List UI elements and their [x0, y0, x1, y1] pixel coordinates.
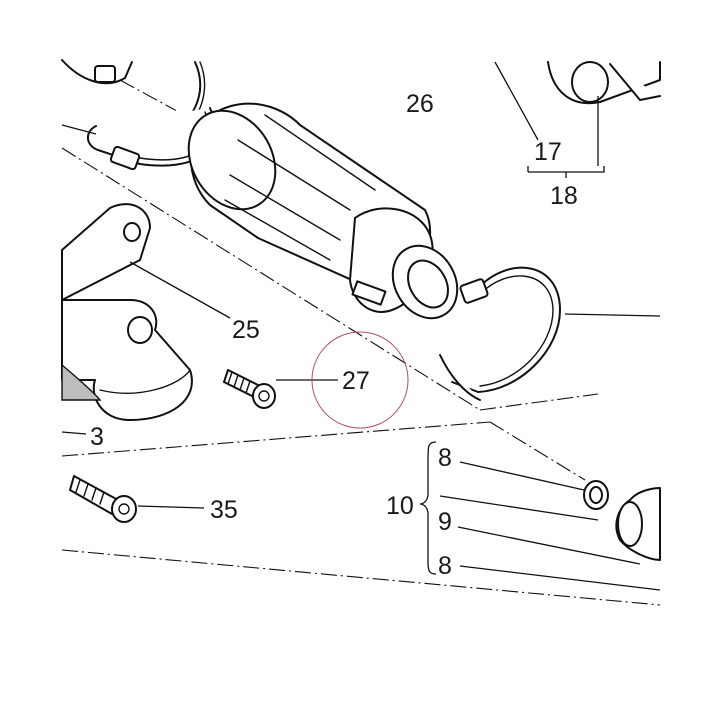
- label-18: 18: [550, 182, 578, 210]
- center-line-middle: [61, 421, 491, 457]
- brace-18: [527, 166, 605, 178]
- filter-rib-4: [264, 114, 376, 191]
- filter-tab: [351, 280, 387, 306]
- bracket-upper-hole: [123, 222, 141, 242]
- bracket-lower-hole: [127, 316, 153, 344]
- part-26-filter-cylinder: [187, 102, 459, 320]
- label-9: 9: [438, 508, 452, 536]
- leader-top-left-clamp: [61, 124, 97, 135]
- leader-right-clamp: [564, 313, 661, 317]
- seal-assembly: [419, 441, 661, 591]
- label-10: 10: [386, 492, 414, 520]
- brace-10: [419, 441, 437, 575]
- filter-rib-3: [224, 199, 331, 261]
- leader-8-lower: [459, 565, 661, 591]
- center-line-right-return: [479, 393, 599, 411]
- hose-clamp-right-band-inner: [479, 275, 554, 387]
- filter-rib-2: [229, 174, 341, 241]
- hose-clamp-right-screw: [459, 278, 489, 304]
- leader-35: [137, 505, 205, 509]
- top-right-assembly: [494, 61, 661, 178]
- label-8-lower: 8: [438, 552, 452, 580]
- seal-ring-8-inner: [589, 486, 603, 504]
- bushing-9-face: [617, 501, 643, 547]
- top-right-bore: [571, 61, 609, 103]
- bracket-shadow: [61, 363, 102, 401]
- bracket-lower-body: [61, 299, 193, 421]
- label-3: 3: [90, 423, 104, 451]
- leader-8-upper: [459, 461, 585, 491]
- center-line-upper: [61, 147, 481, 411]
- hose-clamp-right-tail: [439, 354, 481, 401]
- label-8-upper: 8: [438, 444, 452, 472]
- screw-35-socket: [118, 503, 130, 515]
- label-35: 35: [210, 496, 238, 524]
- part-35-screw: [69, 475, 205, 523]
- part-labels: 26 17 18 25 27 3 35 8 10 9 8: [90, 90, 578, 580]
- hose-clamp-upper-screw: [109, 145, 141, 171]
- top-right-bracket: [609, 63, 661, 101]
- center-line-to-seal: [489, 421, 586, 481]
- center-line-bottom: [61, 549, 661, 606]
- leader-17: [494, 61, 539, 141]
- highlight-circle-27: [311, 331, 409, 429]
- leader-3: [61, 431, 87, 435]
- part-25-bracket: [61, 203, 231, 435]
- label-17: 17: [534, 138, 562, 166]
- label-26: 26: [406, 90, 434, 118]
- bracket-upper-arm: [61, 203, 151, 301]
- leader-9: [457, 526, 641, 565]
- leader-25: [129, 261, 231, 319]
- leader-10: [439, 495, 599, 521]
- filter-front-face: [187, 109, 277, 211]
- bracket-lower-edge: [99, 369, 191, 394]
- top-left-clamp-screw: [94, 65, 116, 83]
- filter-rib-1: [237, 139, 351, 211]
- part-27-screw: [223, 331, 409, 429]
- label-27: 27: [342, 367, 370, 395]
- label-25: 25: [232, 316, 260, 344]
- hose-clamp-right: [439, 266, 661, 401]
- filter-outlet-bore: [407, 259, 449, 309]
- screw-27-head: [252, 383, 276, 409]
- screw-35-head: [111, 495, 137, 523]
- screw-35-threads: [75, 479, 105, 505]
- screw-27-threads: [227, 371, 251, 394]
- screw-27-socket: [258, 390, 270, 402]
